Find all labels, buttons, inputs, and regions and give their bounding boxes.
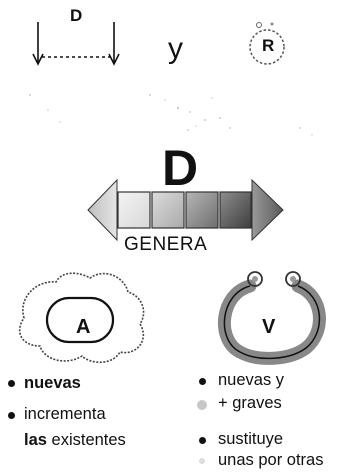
r-dashed-circle-icon	[249, 22, 285, 65]
cell-v-label: V	[262, 316, 276, 338]
right-item-graves: + graves	[218, 394, 282, 412]
r-label: R	[262, 36, 275, 55]
cell-a-icon	[18, 272, 145, 364]
bullet-gray-dot-icon	[197, 400, 207, 410]
center-d-label: D	[162, 140, 199, 196]
right-item-sustituye: sustituye	[218, 430, 284, 448]
bullet-dot-icon	[8, 380, 15, 387]
left-item-existentes-rest: existentes	[46, 431, 126, 449]
cell-v-icon	[217, 271, 326, 365]
bullet-dot-icon	[8, 412, 15, 419]
right-item-nuevas-y: nuevas y	[218, 371, 285, 389]
bullet-light-dot-icon	[199, 458, 205, 464]
right-item-unas-por-otras: unas por otras	[218, 451, 324, 469]
left-item-nuevas: nuevas	[24, 374, 81, 392]
top-d-label: D	[70, 6, 83, 25]
bullet-dot-icon	[199, 437, 206, 444]
genera-arrow-icon	[87, 178, 284, 242]
left-item-incrementa: incrementa	[24, 405, 106, 423]
background-speckles	[29, 94, 313, 136]
genera-label: GENERA	[124, 234, 208, 255]
left-item-existentes: las existentes	[24, 432, 126, 449]
conjunction-y: y	[168, 32, 183, 65]
bullet-dot-icon	[199, 378, 206, 385]
cell-a-label: A	[76, 316, 91, 338]
left-item-las: las	[24, 431, 47, 449]
d-symbol-arrows-icon	[32, 22, 120, 66]
